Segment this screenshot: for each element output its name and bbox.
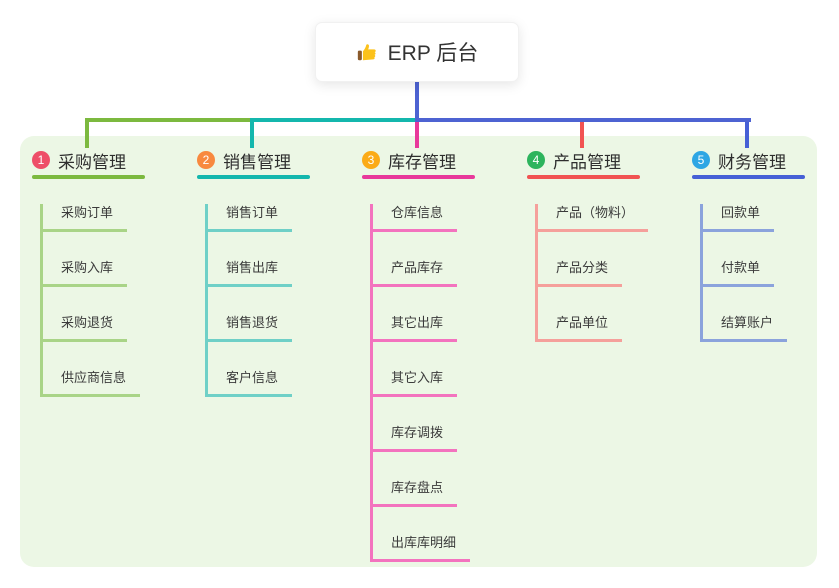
branch-number-badge: 2 (197, 151, 215, 169)
branch-number-badge: 4 (527, 151, 545, 169)
child-label: 其它出库 (391, 315, 444, 330)
child-node[interactable]: 产品单位 (538, 314, 623, 342)
connector-drop-line (250, 118, 254, 148)
child-label: 采购入库 (61, 260, 114, 275)
child-node[interactable]: 销售退货 (208, 314, 293, 342)
child-node[interactable]: 供应商信息 (43, 369, 141, 397)
child-label: 产品（物料） (556, 205, 635, 220)
child-node[interactable]: 其它出库 (373, 314, 458, 342)
connector-drop-line (580, 118, 584, 148)
branch-5: 5 财务管理回款单付款单结算账户 (692, 147, 839, 342)
branch-title: 库存管理 (388, 152, 456, 172)
branch-title: 财务管理 (718, 152, 786, 172)
branch-title-node[interactable]: 5 财务管理 (692, 147, 839, 173)
thumbs-up-icon (356, 41, 378, 63)
branch-title-node[interactable]: 4 产品管理 (527, 147, 688, 173)
branch-underline (692, 175, 805, 179)
child-label: 采购订单 (61, 205, 114, 220)
child-label: 出库库明细 (391, 535, 457, 550)
child-label: 客户信息 (226, 370, 279, 385)
child-label: 产品单位 (556, 315, 609, 330)
child-node[interactable]: 结算账户 (703, 314, 788, 342)
root-label: ERP 后台 (387, 42, 479, 65)
child-node[interactable]: 库存盘点 (373, 479, 458, 507)
branch-3: 3 库存管理仓库信息产品库存其它出库其它入库库存调拨库存盘点出库库明细 (362, 147, 523, 562)
branch-children: 回款单付款单结算账户 (700, 204, 839, 342)
child-node[interactable]: 付款单 (703, 259, 775, 287)
panel (20, 136, 817, 567)
branch-children: 仓库信息产品库存其它出库其它入库库存调拨库存盘点出库库明细 (370, 204, 523, 562)
child-label: 付款单 (721, 260, 761, 275)
child-node[interactable]: 库存调拨 (373, 424, 458, 452)
branch-underline (197, 175, 310, 179)
child-node[interactable]: 销售出库 (208, 259, 293, 287)
branch-title: 产品管理 (553, 152, 621, 172)
child-node[interactable]: 产品分类 (538, 259, 623, 287)
child-label: 产品库存 (391, 260, 444, 275)
child-node[interactable]: 其它入库 (373, 369, 458, 397)
branch-title-node[interactable]: 3 库存管理 (362, 147, 523, 173)
child-node[interactable]: 出库库明细 (373, 534, 471, 562)
branch-title: 销售管理 (223, 152, 291, 172)
child-label: 库存盘点 (391, 480, 444, 495)
child-label: 结算账户 (721, 315, 774, 330)
child-label: 采购退货 (61, 315, 114, 330)
child-node[interactable]: 产品（物料） (538, 204, 649, 232)
child-node[interactable]: 销售订单 (208, 204, 293, 232)
root-node[interactable]: ERP 后台 (315, 22, 519, 82)
connector-bus-segment (250, 118, 419, 122)
connector-drop-line (415, 118, 419, 148)
child-node[interactable]: 产品库存 (373, 259, 458, 287)
child-label: 销售出库 (226, 260, 279, 275)
child-node[interactable]: 采购退货 (43, 314, 128, 342)
child-label: 仓库信息 (391, 205, 444, 220)
connector-drop-line (85, 118, 89, 148)
connector-bus-segment (415, 118, 751, 122)
child-node[interactable]: 回款单 (703, 204, 775, 232)
child-label: 回款单 (721, 205, 761, 220)
child-label: 产品分类 (556, 260, 609, 275)
branch-title-node[interactable]: 2 销售管理 (197, 147, 358, 173)
child-node[interactable]: 客户信息 (208, 369, 293, 397)
branch-underline (362, 175, 475, 179)
child-node[interactable]: 采购订单 (43, 204, 128, 232)
branch-number-badge: 5 (692, 151, 710, 169)
branch-children: 产品（物料） 产品分类产品单位 (535, 204, 688, 342)
branch-2: 2 销售管理销售订单销售出库销售退货客户信息 (197, 147, 358, 397)
connector-drop-line (745, 118, 749, 148)
connector-root-line (415, 82, 419, 122)
connector-bus-segment (85, 118, 254, 122)
child-label: 供应商信息 (61, 370, 127, 385)
child-node[interactable]: 仓库信息 (373, 204, 458, 232)
branch-1: 1 采购管理采购订单采购入库采购退货供应商信息 (32, 147, 193, 397)
branch-children: 销售订单销售出库销售退货客户信息 (205, 204, 358, 397)
branch-title: 采购管理 (58, 152, 126, 172)
child-label: 库存调拨 (391, 425, 444, 440)
branch-title-node[interactable]: 1 采购管理 (32, 147, 193, 173)
child-label: 销售订单 (226, 205, 279, 220)
branch-underline (527, 175, 640, 179)
branch-underline (32, 175, 145, 179)
branch-number-badge: 3 (362, 151, 380, 169)
branch-children: 采购订单采购入库采购退货供应商信息 (40, 204, 193, 397)
branch-number-badge: 1 (32, 151, 50, 169)
child-node[interactable]: 采购入库 (43, 259, 128, 287)
branch-4: 4 产品管理产品（物料） 产品分类产品单位 (527, 147, 688, 342)
child-label: 其它入库 (391, 370, 444, 385)
child-label: 销售退货 (226, 315, 279, 330)
